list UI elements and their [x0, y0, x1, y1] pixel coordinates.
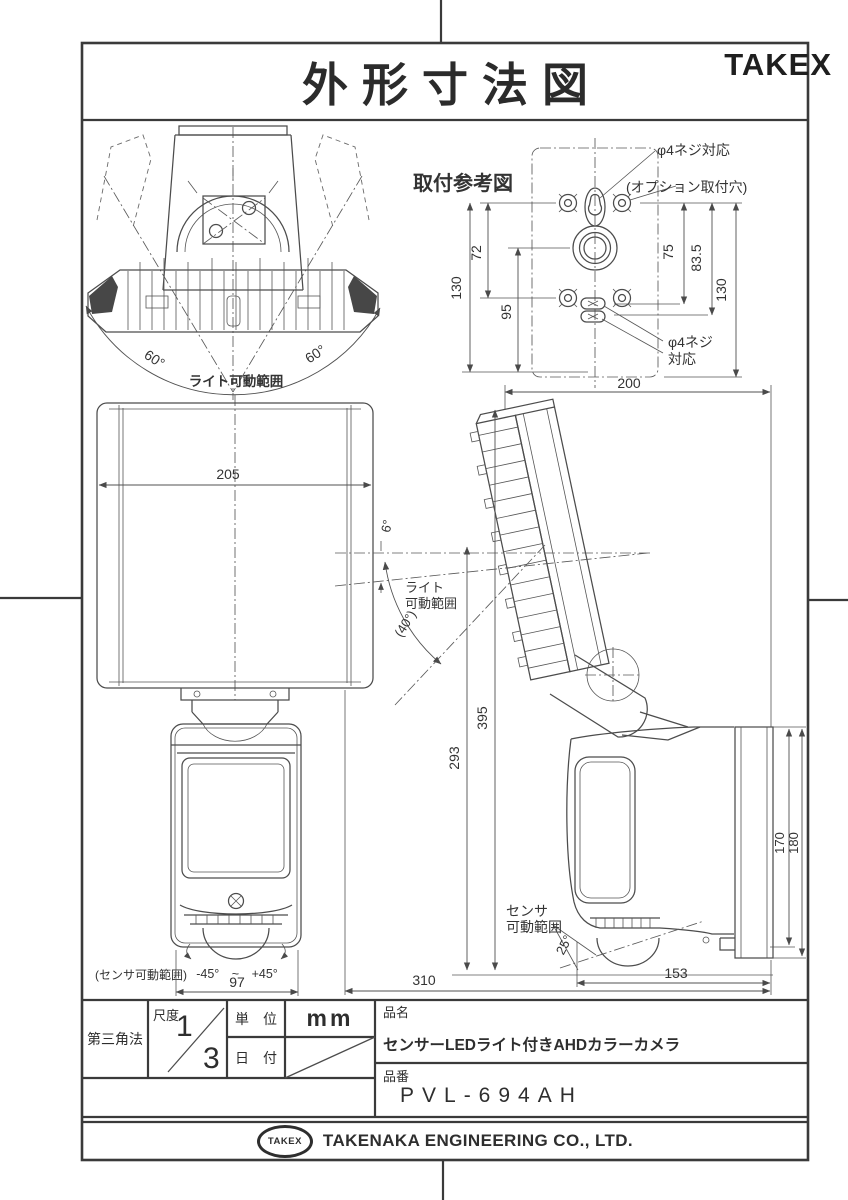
- front-sensor-range-label: (センサ可動範囲): [95, 967, 187, 982]
- side-sensor-range-1: センサ: [506, 903, 548, 919]
- unit-label-cell: 単 位: [227, 1000, 285, 1037]
- side-light-range-1: ライト: [405, 580, 444, 595]
- mounting-screw-note-top: φ4ネジ対応: [657, 142, 730, 158]
- unit-value: mm: [306, 1005, 354, 1031]
- mounting-dim-72: 72: [468, 245, 484, 261]
- side-dim-310: 310: [412, 972, 436, 988]
- side-dim-153: 153: [664, 965, 688, 981]
- unit-value-cell: mm: [285, 1000, 375, 1037]
- mounting-screw-note-bottom-1: φ4ネジ: [668, 334, 713, 350]
- page-title: 外形寸法図: [302, 58, 602, 111]
- side-dim-395: 395: [474, 706, 490, 730]
- title-band: 外形寸法図: [82, 43, 808, 120]
- side-dim-180: 180: [786, 832, 801, 854]
- side-angle-6: 6°: [378, 518, 395, 533]
- mounting-dim-75: 75: [660, 244, 676, 260]
- scale-denominator: 3: [203, 1042, 220, 1075]
- projection-cell: 第三角法: [82, 1000, 148, 1078]
- side-angle-25: 25°: [553, 933, 575, 957]
- mounting-dim-130-right: 130: [713, 278, 729, 302]
- scale-numerator: 1: [176, 1010, 193, 1043]
- brand-logo-text: TAKEX: [724, 47, 832, 82]
- top-view-light: 60° 60° ライト可動範囲: [85, 125, 381, 400]
- product-code: PVL-694AH: [400, 1084, 583, 1107]
- mounting-reference: 取付参考図 φ4ネジ対応 (オプション取付穴) φ4ネジ 対応: [413, 138, 772, 727]
- mounting-dim-95: 95: [498, 304, 514, 320]
- mounting-dim-130-left: 130: [448, 276, 464, 300]
- product-name-label: 品名: [383, 1005, 410, 1020]
- mounting-dim-83-5: 83.5: [688, 244, 704, 271]
- unit-label: 単 位: [235, 1010, 277, 1027]
- top-view-light-range-label: ライト可動範囲: [189, 373, 284, 389]
- footer-logo-text: TAKEX: [267, 1135, 302, 1147]
- side-sensor-range-2: 可動範囲: [506, 919, 562, 935]
- drawing-frame: [80, 41, 810, 1162]
- product-name: センサーLEDライト付きAHDカラーカメラ: [383, 1037, 681, 1054]
- footer-company-name: TAKENAKA ENGINEERING CO., LTD.: [322, 1131, 634, 1150]
- footer-logo-oval: TAKEX: [256, 1124, 313, 1158]
- mounting-label: 取付参考図: [413, 171, 513, 195]
- projection-label: 第三角法: [87, 1031, 143, 1047]
- date-label: 日 付: [235, 1049, 277, 1066]
- mounting-dim-200: 200: [617, 375, 641, 391]
- side-light-range-2: 可動範囲: [405, 596, 457, 611]
- front-dim-205: 205: [216, 466, 240, 482]
- date-label-cell: 日 付: [227, 1037, 285, 1078]
- side-angle-40: (40°): [391, 608, 419, 640]
- front-view: 205 (センサ可動範囲) -45° ~ +45° 97: [95, 395, 374, 996]
- mounting-screw-note-bottom-2: 対応: [668, 351, 696, 367]
- front-sensor-range-angles: -45° ~ +45°: [196, 967, 278, 981]
- product-code-label: 品番: [383, 1069, 410, 1084]
- mounting-option-hole-note: (オプション取付穴): [626, 179, 747, 195]
- front-dim-97: 97: [229, 974, 245, 990]
- top-view-angle-left: 60°: [141, 346, 167, 371]
- side-view: 25° 6° ライト 可動範囲 (40°) センサ 可動範囲 395 293 1…: [334, 398, 806, 995]
- footer-band: TAKEX TAKENAKA ENGINEERING CO., LTD.: [82, 1122, 808, 1160]
- top-view-angle-right: 60°: [302, 341, 328, 366]
- side-dim-170: 170: [772, 832, 787, 854]
- scale-label: 尺度: [153, 1008, 180, 1023]
- side-dim-293: 293: [446, 746, 462, 770]
